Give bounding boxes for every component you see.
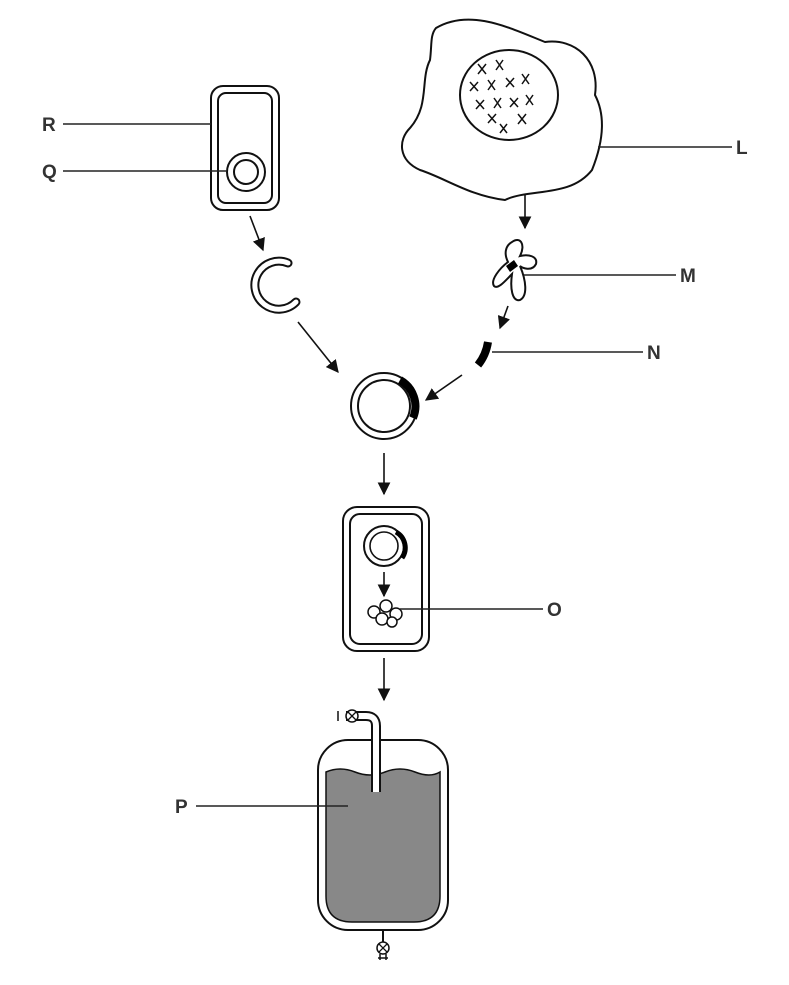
leader-lines bbox=[63, 123, 732, 807]
recombinant-plasmid bbox=[350, 372, 420, 440]
fermenter-outlet-valve bbox=[376, 930, 390, 960]
process-arrows bbox=[249, 195, 532, 702]
chromosomes bbox=[469, 59, 534, 134]
label-o: O bbox=[547, 600, 562, 621]
label-r: R bbox=[42, 115, 56, 136]
fermenter-inlet-pipe bbox=[337, 709, 381, 792]
label-p: P bbox=[175, 797, 188, 818]
label-q: Q bbox=[42, 162, 57, 183]
opened-plasmid bbox=[250, 256, 301, 314]
label-n: N bbox=[647, 343, 661, 364]
protein-product bbox=[367, 599, 403, 628]
cell-nucleus bbox=[459, 49, 559, 141]
plasmid-in-cell bbox=[226, 152, 266, 192]
label-l: L bbox=[736, 138, 748, 159]
label-m: M bbox=[680, 266, 696, 287]
isolated-chromosome bbox=[492, 238, 538, 302]
transformed-bacterial-cell bbox=[342, 506, 430, 652]
gene-fragment bbox=[474, 341, 492, 368]
fermenter-vessel bbox=[317, 739, 449, 931]
